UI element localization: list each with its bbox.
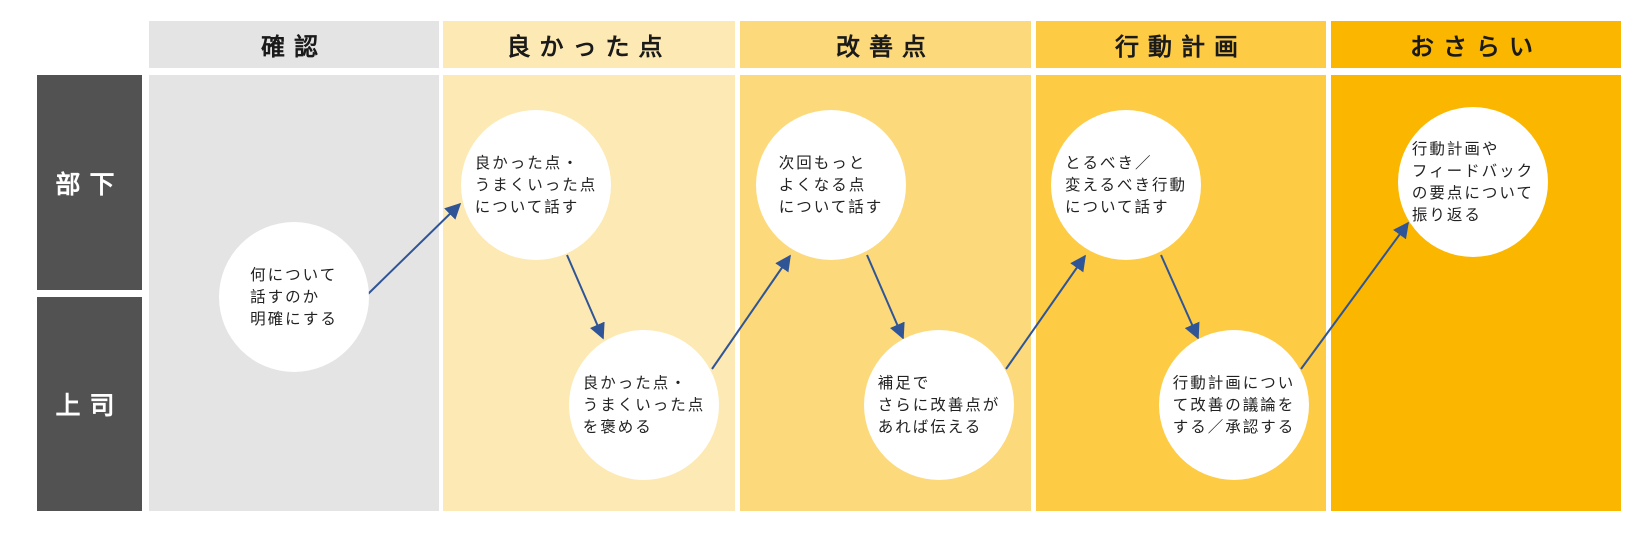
step-circle-7: 行動計画につい て改善の議論を する／承認する — [1159, 330, 1309, 480]
role-label-text: 上司 — [55, 391, 124, 420]
column-header-label: おさらい — [1410, 33, 1542, 61]
step-circle-4: 次回もっと よくなる点 について話す — [756, 110, 906, 260]
step-text: 次回もっと よくなる点 について話す — [778, 154, 884, 216]
step-circle-3: 良かった点・ うまくいった点 を褒める — [569, 330, 719, 480]
column-header-action-plan: 行動計画 — [1036, 21, 1326, 68]
step-text: 良かった点・ うまくいった点 について話す — [474, 154, 598, 216]
step-text: とるべき／ 変えるべき行動 について話す — [1064, 154, 1188, 216]
step-circle-5: 補足で さらに改善点が あれば伝える — [864, 330, 1014, 480]
role-label-text: 部下 — [55, 169, 124, 199]
step-text: 行動計画につい て改善の議論を する／承認する — [1172, 374, 1296, 436]
column-header-improvements: 改善点 — [740, 21, 1031, 68]
step-circle-2: 良かった点・ うまくいった点 について話す — [461, 110, 611, 260]
step-text: 何について 話すのか 明確にする — [250, 266, 338, 328]
step-text: 良かった点・ うまくいった点 を褒める — [582, 374, 706, 436]
role-label-subordinate: 部下 — [37, 75, 142, 290]
column-header-confirm: 確認 — [149, 21, 439, 68]
column-header-good-points: 良かった点 — [443, 21, 735, 68]
column-header-label: 改善点 — [836, 33, 935, 61]
column-header-label: 確認 — [261, 33, 327, 61]
step-circle-8: 行動計画や フィードバック の要点について 振り返る — [1398, 107, 1548, 257]
step-text: 行動計画や フィードバック の要点について 振り返る — [1411, 140, 1535, 224]
column-header-label: 行動計画 — [1115, 33, 1247, 61]
role-label-manager: 上司 — [37, 297, 142, 511]
step-circle-1: 何について 話すのか 明確にする — [219, 222, 369, 372]
column-header-review: おさらい — [1331, 21, 1621, 68]
step-text: 補足で さらに改善点が あれば伝える — [877, 374, 1001, 436]
column-header-label: 良かった点 — [506, 33, 672, 61]
step-circle-6: とるべき／ 変えるべき行動 について話す — [1051, 110, 1201, 260]
